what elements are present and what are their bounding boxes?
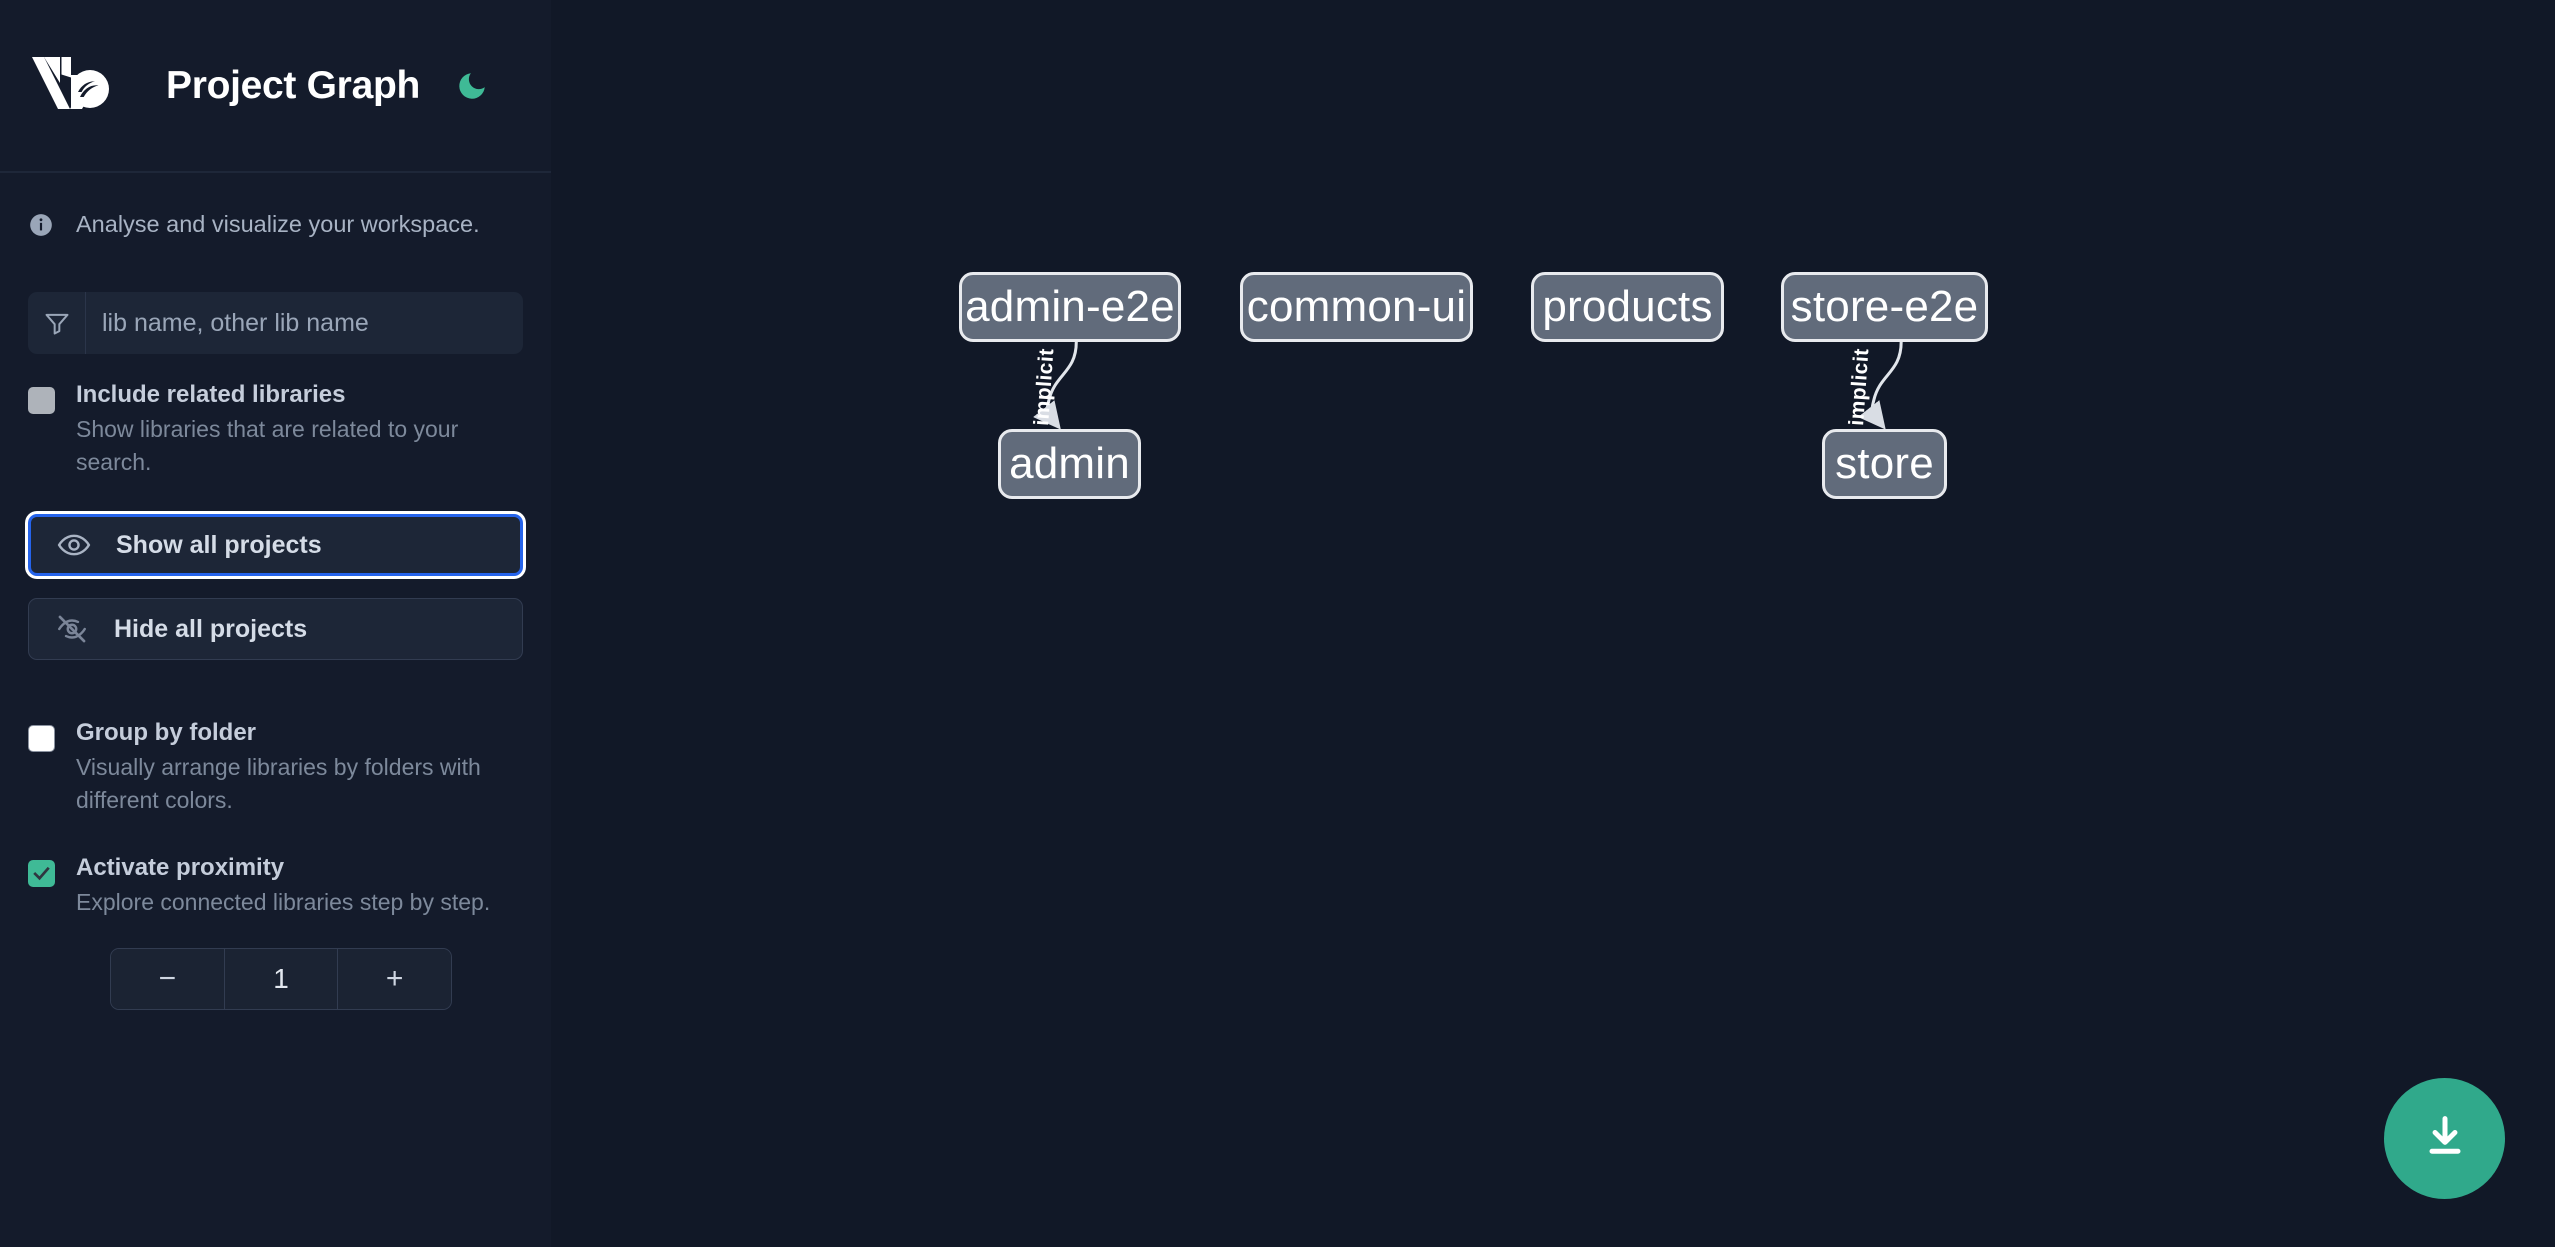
include-related-libraries-label: Include related libraries bbox=[76, 381, 346, 408]
activate-proximity-checkbox[interactable] bbox=[28, 859, 55, 887]
graph-edges bbox=[1033, 341, 1903, 430]
include-related-libraries-checkbox[interactable] bbox=[28, 387, 55, 414]
edge-label-store-e2e-to-store: implicit bbox=[1845, 347, 1874, 427]
proximity-decrement-button[interactable]: − bbox=[111, 949, 225, 1010]
option-include-related-libraries[interactable]: Include related libraries Show libraries… bbox=[0, 354, 551, 478]
graph-node-admin[interactable]: admin bbox=[998, 429, 1141, 499]
checkmark-icon bbox=[33, 866, 50, 880]
hide-all-projects-label: Hide all projects bbox=[114, 614, 308, 643]
proximity-increment-button[interactable]: + bbox=[337, 949, 451, 1010]
eye-icon bbox=[57, 528, 91, 562]
filter-box bbox=[28, 292, 523, 354]
activate-proximity-label: Activate proximity bbox=[76, 853, 285, 881]
proximity-value: 1 bbox=[224, 949, 338, 1010]
filter-input[interactable] bbox=[86, 292, 523, 354]
option-activate-proximity[interactable]: Activate proximity Explore connected lib… bbox=[0, 831, 551, 919]
proximity-stepper: − 1 + bbox=[110, 948, 452, 1011]
graph-canvas[interactable]: implicit implicit admin-e2e common-ui pr… bbox=[551, 0, 2555, 1247]
activate-proximity-description: Explore connected libraries step by step… bbox=[76, 888, 491, 915]
hide-all-projects-button[interactable]: Hide all projects bbox=[28, 598, 523, 661]
group-by-folder-label: Group by folder bbox=[76, 719, 256, 747]
graph-node-admin-e2e[interactable]: admin-e2e bbox=[959, 272, 1181, 342]
edge-store-e2e-to-store bbox=[1857, 341, 1903, 430]
moon-icon[interactable] bbox=[452, 66, 492, 106]
workspace-info: Analyse and visualize your workspace. bbox=[0, 173, 551, 238]
graph-node-store[interactable]: store bbox=[1822, 429, 1947, 499]
nx-logo bbox=[28, 49, 124, 122]
workspace-info-text: Analyse and visualize your workspace. bbox=[76, 211, 480, 237]
download-button[interactable] bbox=[2384, 1078, 2505, 1199]
graph-node-products[interactable]: products bbox=[1531, 272, 1724, 342]
info-circle-icon bbox=[28, 212, 54, 238]
page-title: Project Graph bbox=[166, 63, 420, 107]
graph-node-common-ui[interactable]: common-ui bbox=[1240, 272, 1473, 342]
group-by-folder-description: Visually arrange libraries by folders wi… bbox=[76, 754, 481, 813]
option-group-by-folder[interactable]: Group by folder Visually arrange librari… bbox=[0, 696, 551, 816]
show-all-projects-label: Show all projects bbox=[116, 530, 322, 559]
graph-node-store-e2e[interactable]: store-e2e bbox=[1781, 272, 1988, 342]
sidebar: Project Graph Analyse and visualize your… bbox=[0, 0, 551, 1247]
sidebar-header: Project Graph bbox=[0, 0, 551, 173]
group-by-folder-checkbox[interactable] bbox=[28, 725, 55, 753]
funnel-icon bbox=[28, 292, 86, 354]
show-all-projects-button[interactable]: Show all projects bbox=[28, 514, 523, 577]
eye-off-icon bbox=[55, 612, 89, 646]
include-related-libraries-description: Show libraries that are related to your … bbox=[76, 416, 459, 475]
download-icon bbox=[2419, 1111, 2471, 1166]
edge-label-admin-e2e-to-admin: implicit bbox=[1030, 347, 1059, 427]
